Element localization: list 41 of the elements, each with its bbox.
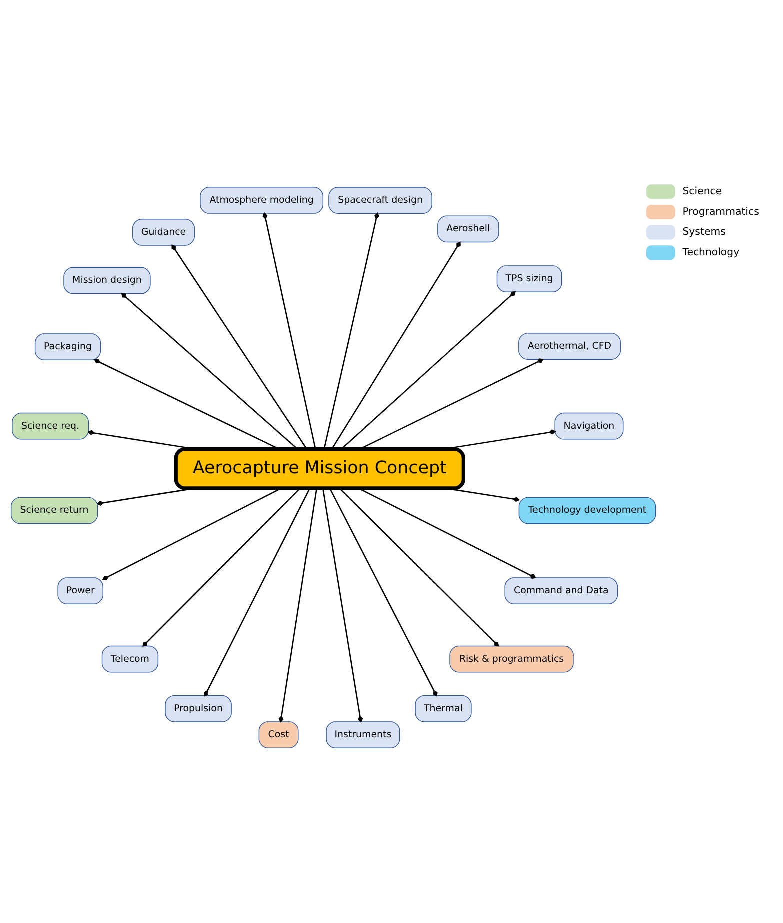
node-box: Aeroshell [438,215,500,242]
connector [142,488,301,646]
node-box: Instruments [326,721,400,748]
connector [262,212,316,449]
connector [204,488,311,696]
node-box: Science return [10,496,98,524]
connector [358,487,536,578]
node-box: Risk & programmatics [450,645,574,672]
connector [324,212,380,449]
node-box: Navigation [554,412,624,440]
connector [322,488,364,722]
legend-label: Technology [682,247,740,258]
connector [329,488,438,696]
node-box: Spacecraft design [328,186,432,214]
node-box: Propulsion [165,695,232,722]
connector [339,488,500,646]
node-box: Power [58,577,104,604]
legend-label: Programmatics [682,206,760,218]
legend-label: Systems [682,226,726,238]
node-box: TPS sizing [496,265,562,292]
node-box: Aerothermal, CFD [518,332,621,360]
node-box: Packaging [34,333,102,360]
node-box: Telecom [102,645,159,672]
node-box: Command and Data [504,577,618,604]
node-box: Science req. [12,412,90,440]
connector [332,241,461,450]
connector [360,358,544,450]
node-box: Cost [258,721,299,748]
connector [278,488,318,722]
node-box: Mission design [64,266,151,294]
connector [94,358,280,450]
connector [102,487,282,580]
node-box: Guidance [132,218,195,246]
node-box: Atmosphere modeling [200,186,324,214]
connector [341,290,516,450]
node-box: Technology development [518,496,656,524]
connector [121,292,298,450]
legend-label: Science [682,186,722,198]
connector [172,244,308,449]
node-box: Aerocapture Mission Concept [174,446,466,490]
node-box: Thermal [415,695,472,722]
